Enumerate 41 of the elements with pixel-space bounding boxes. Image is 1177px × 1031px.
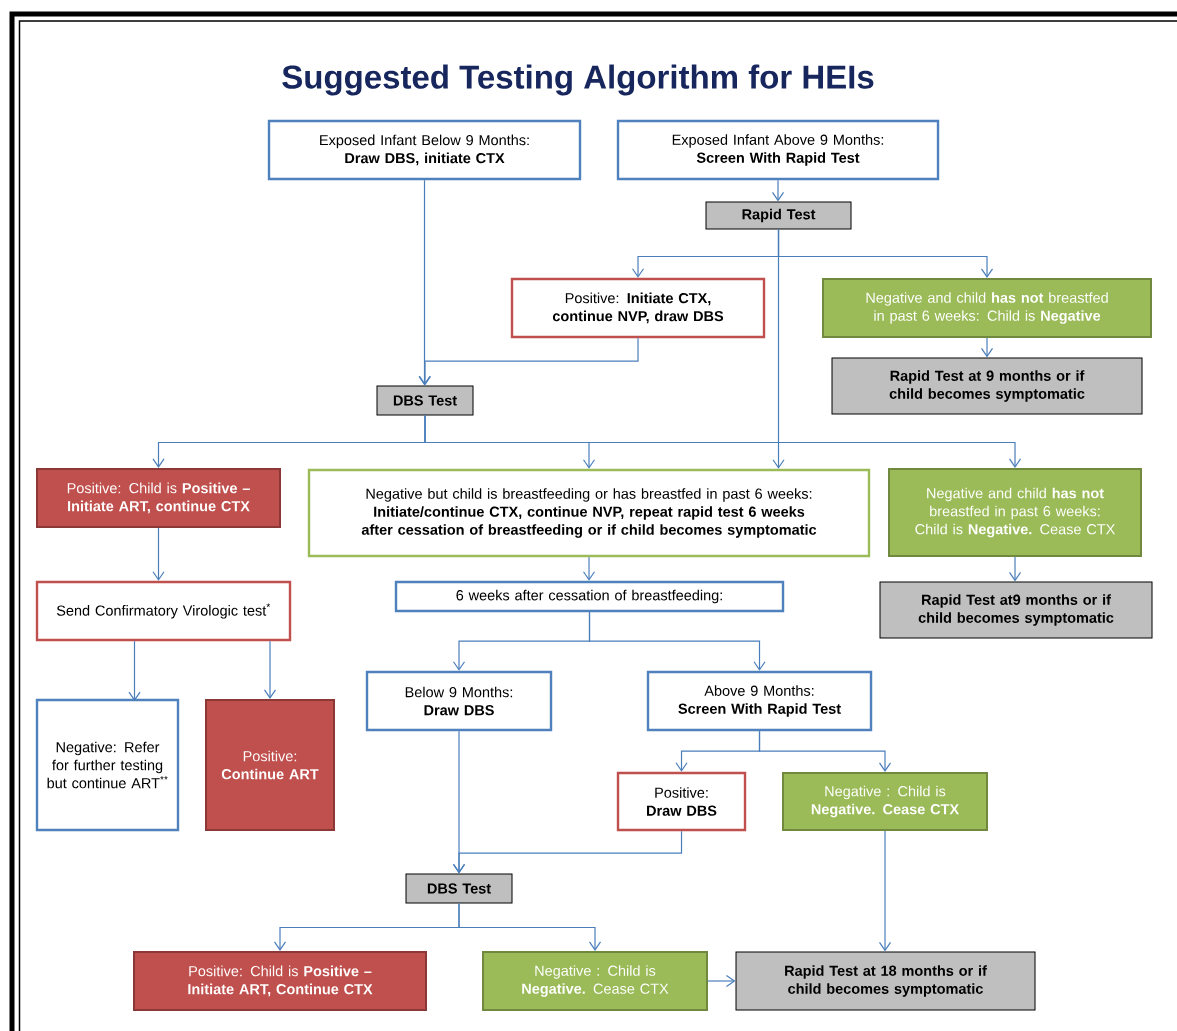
arrow	[418, 179, 431, 386]
arrow	[1008, 556, 1022, 582]
arrow	[418, 337, 639, 386]
process-box: Negative: Refer for further testing but continue ART$^{**}$	[35, 698, 180, 832]
process-box: Exposed Infant Below 9 Months: Draw DBS, initiate CTX	[267, 119, 582, 181]
arrow	[772, 228, 785, 469]
process-box: Send Confirmatory Virologic test$^{*}$	[35, 580, 292, 642]
arrow	[263, 640, 277, 699]
arrow	[758, 730, 892, 772]
result-box: Negative : Child is Negative. Cease CTX	[482, 951, 708, 1011]
arrow	[128, 640, 141, 702]
process-box: Positive: Draw DBS	[616, 771, 747, 832]
process-box: Negative but child is breastfeeding or has breastfed in past 6 weeks: Initiate/continue CTX, continue NVP, repeat rapid test 6 weeks after cessation of breastfeeding or if child becomes symptomatic	[307, 468, 871, 558]
arrow	[452, 830, 683, 874]
arrow	[458, 902, 602, 951]
arrow	[588, 611, 766, 671]
result-box: Negative and child has not breastfed in past 6 weeks: Child is Negative. Cease CTX	[888, 468, 1142, 557]
test-box: Rapid Test	[705, 201, 852, 230]
result-box: Positive: Continue ART	[205, 699, 335, 831]
arrow	[980, 337, 994, 358]
result-box: Positive: Child is Positive – Initiate ART, continue CTX	[36, 468, 281, 528]
arrow	[424, 414, 1022, 468]
test-box: DBS Test	[405, 873, 513, 904]
test-box: Rapid Test at 18 months or if child becomes symptomatic	[735, 951, 1036, 1011]
process-box: 6 weeks after cessation of breastfeeding:	[394, 580, 785, 613]
result-box: Negative : Child is Negative. Cease CTX	[782, 772, 988, 831]
test-box: Rapid Test at9 months or if child becomes symptomatic	[879, 581, 1153, 639]
test-box: Rapid Test at 9 months or if child becomes symptomatic	[831, 357, 1143, 415]
result-box: Positive: Child is Positive – Initiate ART, Continue CTX	[133, 951, 427, 1011]
process-box: Below 9 Months: Draw DBS	[365, 670, 553, 732]
result-box: Negative and child has not breastfed in past 6 weeks: Child is Negative	[822, 278, 1152, 338]
process-box: Exposed Infant Above 9 Months: Screen With Rapid Test	[616, 119, 940, 181]
test-box: DBS Test	[376, 385, 474, 416]
arrow	[878, 830, 892, 952]
arrow	[771, 179, 785, 202]
arrow	[707, 974, 736, 988]
process-box: Positive: Initiate CTX, continue NVP, draw DBS	[510, 277, 766, 339]
process-box: Above 9 Months: Screen With Rapid Test	[646, 670, 873, 732]
arrow	[582, 556, 596, 581]
arrow	[152, 527, 165, 581]
title: Suggested Testing Algorithm for HEIs	[282, 64, 874, 96]
